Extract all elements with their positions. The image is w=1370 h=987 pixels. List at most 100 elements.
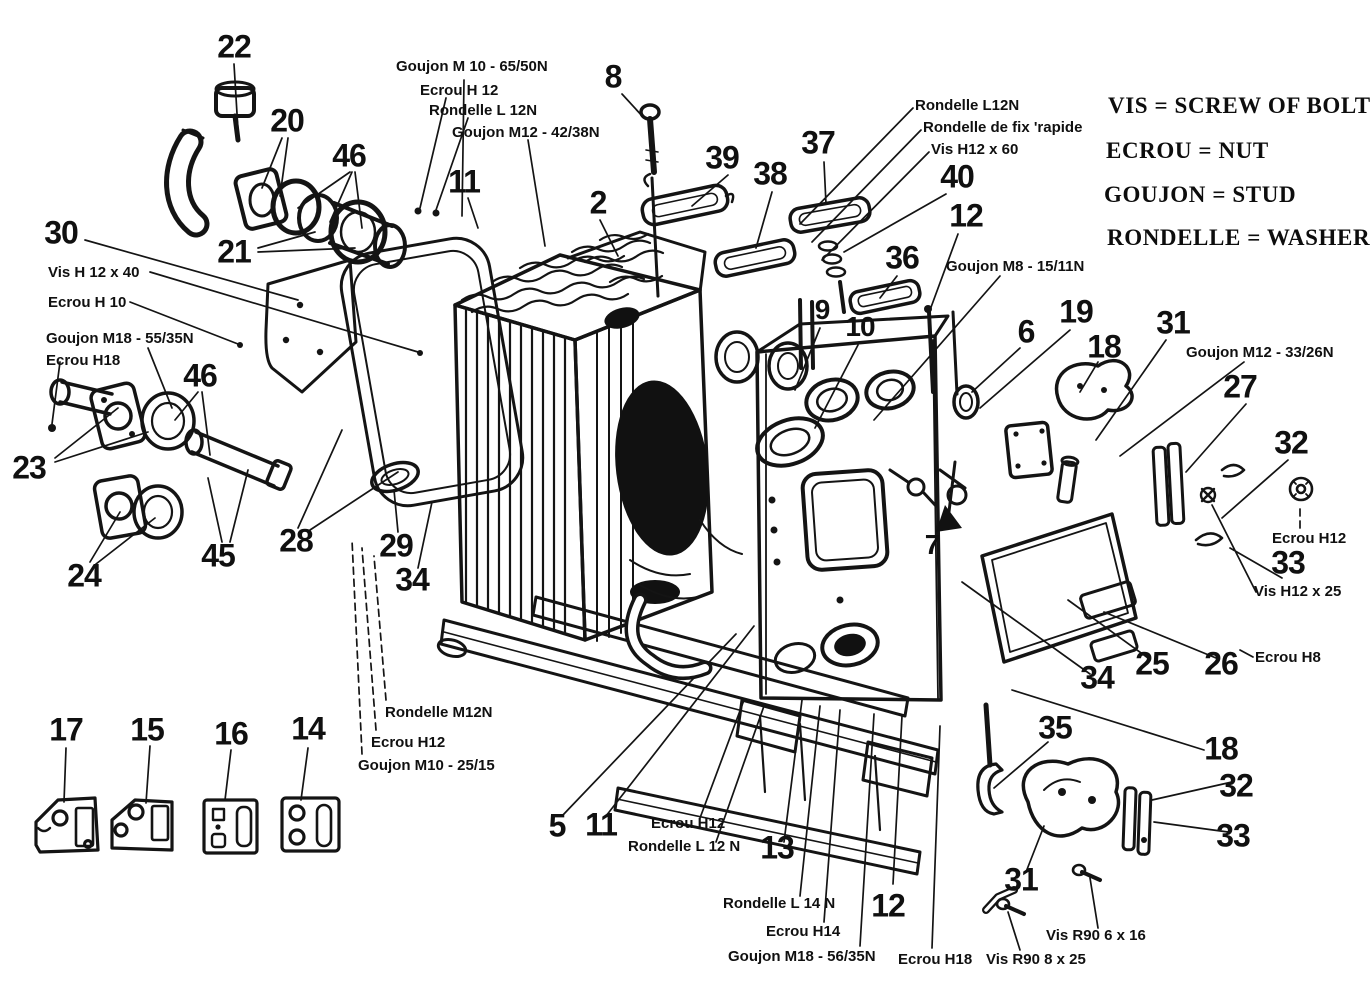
label-ecrou-h18-left: Ecrou H18 [46,352,121,369]
label-vis-h12x25: Vis H12 x 25 [1254,583,1342,600]
part-number-12b: 12 [871,887,906,924]
base-frame [436,592,940,876]
part-number-32b: 32 [1219,767,1254,804]
part-number-33b: 33 [1216,817,1251,854]
square-plate-27 [1004,420,1054,480]
part-number-11a: 11 [448,163,481,200]
label-goujon-m18-55-35n: Goujon M18 - 55/35N [46,330,194,347]
plate-14 [280,796,341,853]
legend-rondelle: RONDELLE = WASHER [1107,225,1370,250]
cover-plate-18b [1021,757,1121,838]
part-number-20: 20 [270,102,305,139]
label-ecrou-h10: Ecrou H 10 [48,294,127,311]
label-goujon-m12-42-38n: Goujon M12 - 42/38N [452,124,600,141]
part-number-30: 30 [44,214,79,251]
exhaust-elbow [164,128,407,269]
part-number-34a: 34 [395,561,430,598]
part-number-38: 38 [753,155,788,192]
plate-15 [110,798,174,852]
part-number-7: 7 [924,529,941,560]
legend-goujon: GOUJON = STUD [1104,182,1297,207]
label-ecrou-h14: Ecrou H14 [766,923,841,940]
part-number-12a: 12 [949,197,984,234]
leader-end-dots [48,207,440,432]
label-ecrou-h8: Ecrou H8 [1255,649,1321,666]
part-number-32a: 32 [1274,424,1309,461]
part-number-23: 23 [12,449,47,486]
legend-ecrou: ECROU = NUT [1106,138,1269,163]
part-number-10: 10 [845,311,875,342]
part-number-36: 36 [885,239,920,276]
part-number-9: 9 [814,294,831,325]
part-number-35: 35 [1038,709,1073,746]
part-number-31b: 31 [1004,861,1039,898]
label-rondelle-l14n: Rondelle L 14 N [723,895,836,912]
tall-plates-27-target [1151,441,1186,527]
label-ecrou-h12-bottomleft: Ecrou H12 [371,734,446,751]
mounting-panel-30 [264,258,358,394]
label-goujon-m10-65-50n: Goujon M 10 - 65/50N [396,58,548,75]
part-number-18b: 18 [1204,730,1239,767]
stud-31a [1056,455,1080,504]
bracket-35 [976,762,1004,816]
part-number-37: 37 [801,124,836,161]
label-vis-r90-8x25: Vis R90 8 x 25 [986,951,1086,968]
nut-ecrou-h12 [1288,476,1314,502]
label-ecrou-h18-bottom: Ecrou H18 [898,951,973,968]
label-rondelle-l12n-right: Rondelle L12N [915,97,1020,114]
part-number-31a: 31 [1156,304,1191,341]
plate-16 [202,798,259,855]
screw-33a [1199,486,1217,504]
part-number-27: 27 [1223,368,1258,405]
seal-ring-29 [370,460,420,494]
gasket-frame-11 [339,236,525,508]
part-number-19: 19 [1059,293,1094,330]
part-number-22: 22 [217,28,252,65]
part-number-18a: 18 [1087,328,1122,365]
screw-vis-r90-8x25 [995,897,1026,916]
cooling-fins [464,307,567,635]
label-vis-h12x40: Vis H 12 x 40 [48,264,140,281]
part-number-11b: 11 [585,806,618,843]
part-number-39: 39 [705,139,740,176]
label-rondelle-l12n-center: Rondelle L 12 N [628,838,741,855]
part-number-25: 25 [1135,645,1170,682]
label-ecrou-h12-right: Ecrou H12 [1272,530,1347,547]
top-cover-plates [640,172,922,316]
label-vis-h12x60: Vis H12 x 60 [931,141,1019,158]
part-number-21: 21 [217,233,252,270]
thin-plates-32b-33b [1121,786,1153,856]
label-goujon-m18-56-35n: Goujon M18 - 56/35N [728,948,876,965]
part-number-2: 2 [589,184,608,221]
part-number-8: 8 [604,58,623,95]
part-number-34b: 34 [1080,659,1115,696]
screw-vis-r90-6x16 [1071,863,1102,882]
part-number-26: 26 [1204,645,1239,682]
label-goujon-m12-33-26n: Goujon M12 - 33/26N [1186,344,1334,361]
top-hatching [460,232,665,314]
part-number-5: 5 [548,807,567,844]
plug-22 [214,80,256,143]
part-number-6: 6 [1017,313,1036,350]
panel-25 [980,512,1138,664]
label-rondelle-fix-rapide: Rondelle de fix 'rapide [923,119,1083,136]
label-vis-r90-6x16: Vis R90 6 x 16 [1046,927,1146,944]
part-number-14: 14 [291,710,326,747]
part-number-28: 28 [279,522,314,559]
bolt-8 [639,103,661,175]
part-number-13: 13 [760,829,795,866]
part-number-40: 40 [940,158,975,195]
washer-stack [817,240,847,314]
label-goujon-m10-25-15: Goujon M10 - 25/15 [358,757,495,774]
tab-26 [1079,580,1137,620]
part-number-17: 17 [49,711,84,748]
plate-17 [34,796,100,854]
bracket-plates [34,796,341,855]
cover-plate-18a [1054,359,1134,421]
part-number-15: 15 [130,711,165,748]
label-ecrou-h12-center: Ecrou H12 [651,815,726,832]
dark-port-opening [615,380,709,556]
crankcase-block [755,305,980,702]
